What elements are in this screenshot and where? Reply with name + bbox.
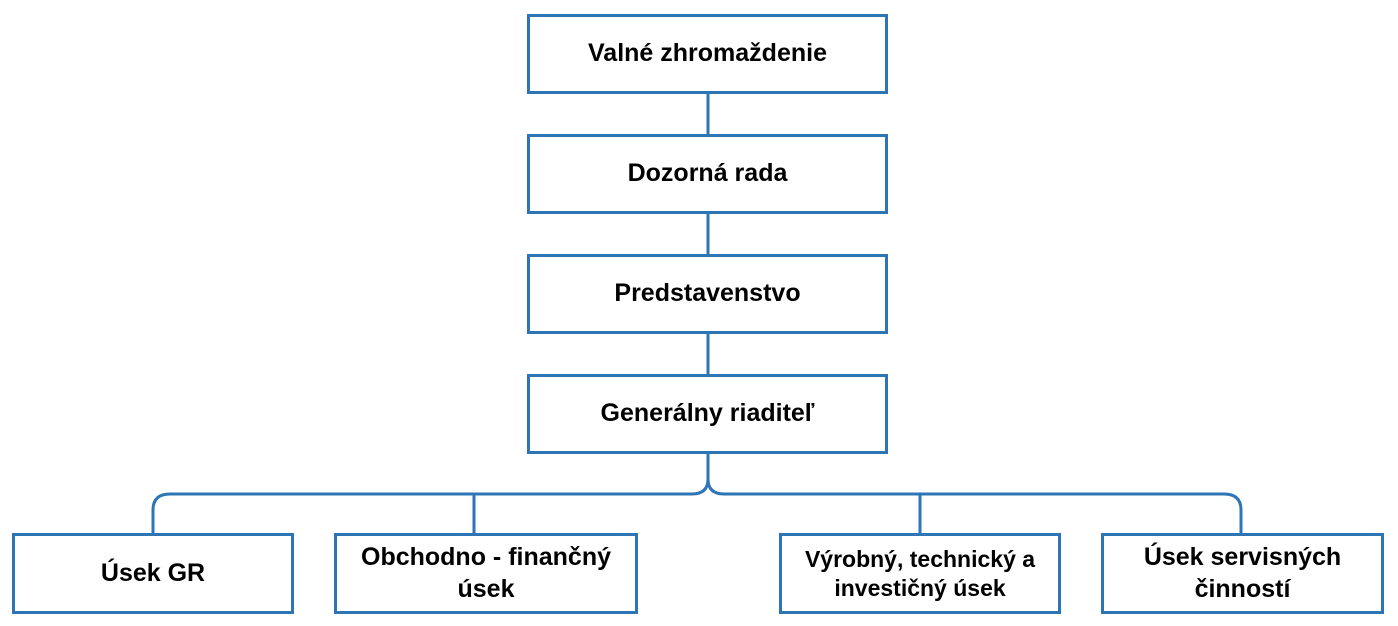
node-label-line-2: činností xyxy=(1194,574,1291,603)
node-label-line-1: Úsek servisných xyxy=(1143,543,1342,572)
node-dozorna-rada: Dozorná rada xyxy=(527,134,888,214)
node-predstavenstvo: Predstavenstvo xyxy=(527,254,888,334)
node-label: Predstavenstvo xyxy=(614,279,801,308)
node-label: Valné zhromaždenie xyxy=(588,39,827,68)
bracket-left xyxy=(151,454,710,533)
node-label: Dozorná rada xyxy=(627,159,788,188)
node-label-line-2: investičný úsek xyxy=(834,574,1006,601)
node-label-line-1: Obchodno - finančný xyxy=(361,543,611,572)
node-label-line-1: Výrobný, technický a xyxy=(804,545,1036,572)
node-label-line-2: úsek xyxy=(457,574,515,603)
node-label: Generálny riaditeľ xyxy=(600,399,815,428)
node-usek-gr: Úsek GR xyxy=(12,533,294,614)
node-valne-zhromazdenie: Valné zhromaždenie xyxy=(527,14,888,94)
node-generalny-riaditel: Generálny riaditeľ xyxy=(527,374,888,454)
bracket-right xyxy=(706,478,1243,533)
node-obchodno-financny-usek: Obchodno - finančný úsek xyxy=(334,533,638,614)
node-label: Úsek GR xyxy=(100,558,206,587)
node-vyrobny-technicky-investicny-usek: Výrobný, technický a investičný úsek xyxy=(779,533,1061,614)
node-usek-servisnych-cinnosti: Úsek servisných činností xyxy=(1101,533,1384,614)
